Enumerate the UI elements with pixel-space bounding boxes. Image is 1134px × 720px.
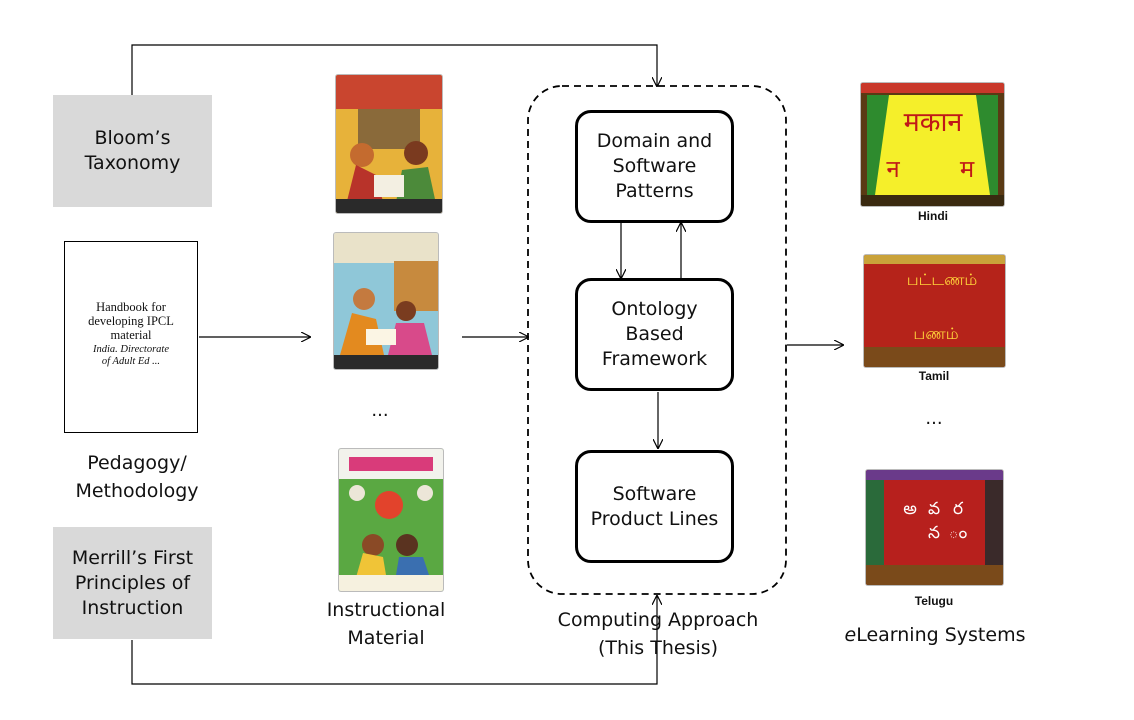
telugu-glyph-2: వ: [928, 499, 940, 519]
hindi-caption: Hindi: [918, 209, 948, 223]
handbook-title-line-2: developing IPCL: [88, 314, 174, 328]
hindi-app-screenshot: मकान न म: [861, 83, 1004, 206]
ontology-framework-box: Ontology Based Framework: [575, 278, 734, 391]
pedagogy-line-2: Methodology: [75, 480, 199, 502]
instructional-line-1: Instructional: [326, 599, 446, 621]
instructional-cover-3: [339, 449, 443, 591]
telugu-glyph-5: ం: [949, 523, 968, 543]
tamil-word-top: பட்டணம்: [907, 270, 978, 289]
spl-line-2: Product Lines: [590, 507, 719, 530]
cover-3-illustration: [339, 449, 443, 591]
merrill-line-1: Merrill’s First: [71, 546, 194, 569]
computing-approach-label: Computing Approach (This Thesis): [543, 606, 773, 662]
tamil-app-screenshot: பட்டணம் பணம்: [864, 255, 1005, 367]
computing-line-2: (This Thesis): [597, 637, 719, 659]
ontology-line-1: Ontology: [611, 298, 698, 320]
telugu-caption: Telugu: [914, 594, 954, 608]
handbook-sub-line-1: India. Directorate: [92, 344, 169, 355]
cover-2-illustration: [334, 233, 438, 369]
tamil-app-illustration: பட்டணம் பணம்: [864, 255, 1005, 367]
merrill-line-3: Instruction: [81, 596, 184, 619]
hindi-word: मकान: [904, 107, 964, 138]
tamil-caption: Tamil: [918, 369, 950, 383]
domain-software-patterns-box: Domain and Software Patterns: [575, 110, 734, 223]
telugu-glyph-3: ర: [953, 499, 964, 519]
handbook-cover: Handbook for developing IPCL material In…: [64, 241, 198, 433]
bloom-line-2: Taxonomy: [84, 152, 181, 174]
tamil-word-bottom: பணம்: [913, 324, 958, 343]
handbook-title-line-3: material: [110, 328, 152, 342]
telugu-app-screenshot: అ వ ర న ం: [866, 470, 1003, 585]
handbook-title-line-1: Handbook for: [96, 300, 166, 314]
bloom-taxonomy-box: Bloom’s Taxonomy: [53, 95, 212, 207]
telugu-app-illustration: అ వ ర న ం: [866, 470, 1003, 585]
telugu-glyph-4: న: [928, 523, 940, 543]
pedagogy-label: Pedagogy/ Methodology: [46, 449, 228, 505]
merrill-principles-box: Merrill’s First Principles of Instructio…: [53, 527, 212, 639]
pedagogy-line-1: Pedagogy/: [87, 452, 187, 474]
hindi-letter-right: म: [960, 155, 975, 183]
instructional-cover-1: [336, 75, 442, 213]
telugu-glyph-1: అ: [903, 499, 917, 519]
hindi-letter-left: न: [886, 155, 900, 183]
patterns-line-2: Software: [612, 155, 697, 177]
instructional-cover-2: [334, 233, 438, 369]
merrill-line-2: Principles of: [74, 571, 191, 594]
ontology-line-2: Based: [625, 323, 684, 345]
spl-line-1: Software: [612, 482, 697, 505]
patterns-line-3: Patterns: [615, 180, 694, 202]
elearning-label-prefix: e: [844, 624, 857, 646]
cover-1-illustration: [336, 75, 442, 213]
ontology-line-3: Framework: [601, 348, 708, 370]
hindi-app-illustration: मकान न म: [861, 83, 1004, 206]
instructional-line-2: Material: [347, 627, 425, 649]
elearning-systems-label: eLearning Systems: [830, 621, 1040, 649]
computing-approach-container: [527, 85, 787, 595]
bloom-feedback-line: [131, 44, 657, 95]
software-product-lines-box: Software Product Lines: [575, 450, 734, 563]
merrill-feedback-line: [131, 596, 657, 685]
instructional-ellipsis: ...: [371, 400, 389, 421]
bloom-line-1: Bloom’s: [94, 127, 171, 149]
elearning-label-rest: Learning Systems: [856, 624, 1026, 646]
elearning-ellipsis: ...: [925, 408, 943, 429]
patterns-line-1: Domain and: [596, 130, 713, 152]
computing-line-1: Computing Approach: [557, 609, 759, 631]
instructional-material-label: Instructional Material: [300, 596, 472, 652]
handbook-sub-line-2: of Adult Ed ...: [101, 356, 161, 367]
